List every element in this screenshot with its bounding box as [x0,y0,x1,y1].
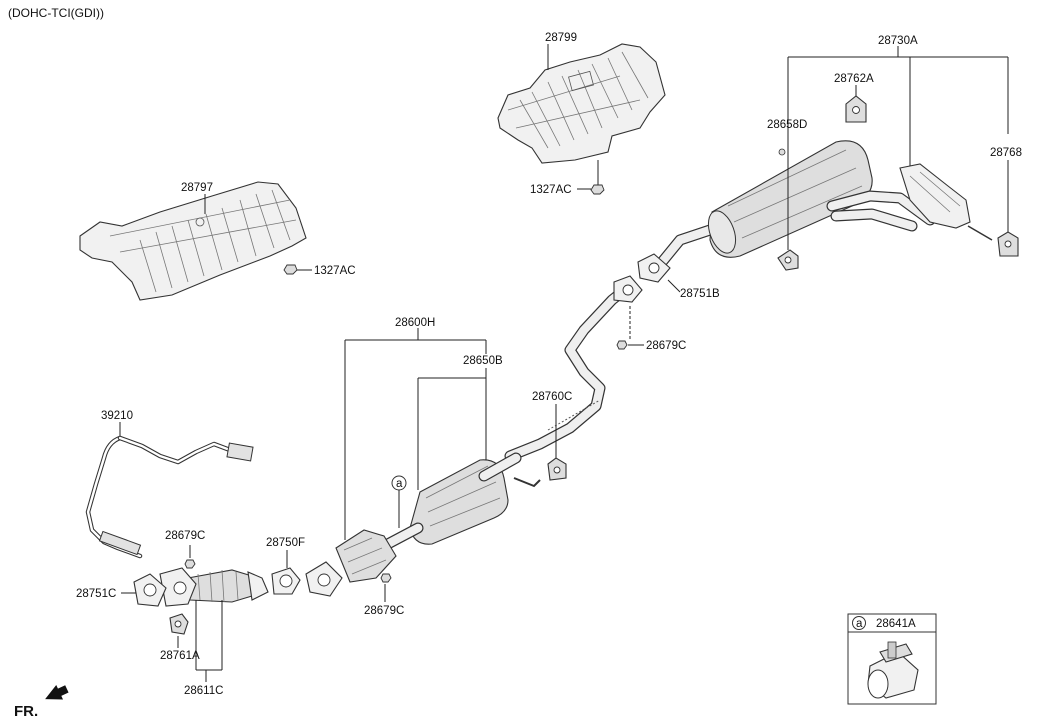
label-39210: 39210 [101,410,133,422]
nut-1327AC-left [283,264,298,275]
label-28650B: 28650B [463,355,503,367]
hanger-rubber-28762A [845,95,867,123]
oxygen-sensor [85,435,254,559]
flange-gasket-28751B [613,253,671,303]
center-pipe [504,286,628,488]
heat-protector-lower [79,181,307,301]
label-28799: 28799 [545,32,577,44]
label-28762A: 28762A [834,73,874,85]
catalytic-converter [305,522,424,597]
callout-a-inset: a [856,618,863,630]
callout-a-main: a [396,478,403,490]
label-28768: 28768 [990,147,1022,159]
leader-28751B [667,279,681,293]
label-28751C: 28751C [76,588,116,600]
engine-type-header: (DOHC-TCI(GDI)) [8,6,104,20]
label-28679C-bottom: 28679C [364,605,404,617]
label-1327AC-top: 1327AC [530,184,572,196]
label-28679C-left: 28679C [165,530,205,542]
gasket-28750F [271,567,301,595]
label-28611C: 28611C [184,685,223,697]
hanger-rubber-28658D [777,249,799,271]
nut-28679C-bottom [380,573,392,583]
label-28751B: 28751B [680,288,720,300]
label-28658D: 28658D [767,119,807,131]
label-28600H: 28600H [395,317,435,329]
nut-1327AC-top [590,184,605,195]
hanger-28761A [169,613,189,635]
clamp-28641A [867,641,919,699]
hanger-rubber-28768 [997,231,1019,257]
gasket-28751C [133,573,167,607]
rear-muffler [656,140,993,268]
label-28679C-mid: 28679C [646,340,686,352]
label-28641A: 28641A [876,618,916,630]
label-28797: 28797 [181,182,213,194]
front-arrow-icon [45,685,69,700]
nut-28679C-left [184,559,196,569]
label-28750F: 28750F [266,537,305,549]
front-direction-label: FR. [14,703,38,720]
front-pipe [159,567,269,607]
label-28760C: 28760C [532,391,572,403]
hanger-rubber-28760C [547,457,567,481]
nut-28679C-mid [616,340,628,350]
label-1327AC-left: 1327AC [314,265,356,277]
label-28761A: 28761A [160,650,200,662]
center-muffler [409,452,522,545]
heat-protector-upper [497,43,666,164]
label-28730A: 28730A [878,35,918,47]
